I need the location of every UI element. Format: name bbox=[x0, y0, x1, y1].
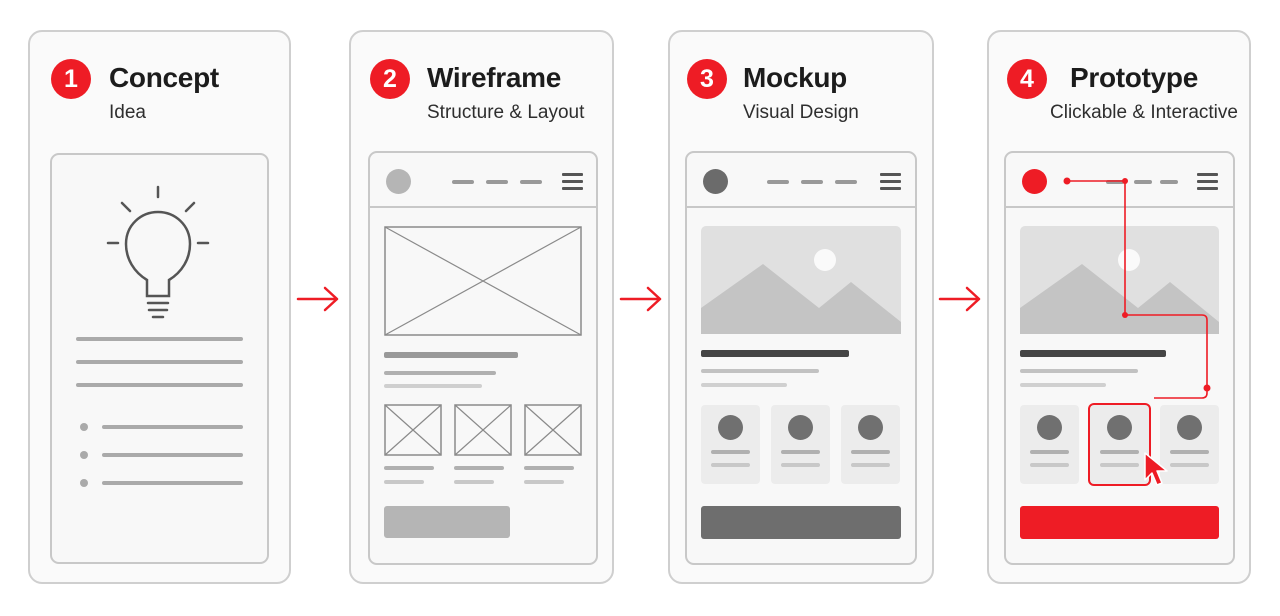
menu-icon bbox=[880, 173, 901, 190]
card-text-placeholder bbox=[454, 466, 504, 470]
nav-link-placeholder bbox=[835, 180, 857, 184]
text-placeholder bbox=[384, 371, 496, 375]
card-text-placeholder bbox=[524, 466, 574, 470]
image-placeholder bbox=[384, 226, 582, 336]
card-avatar bbox=[1177, 415, 1202, 440]
nav-link-placeholder[interactable] bbox=[1106, 180, 1124, 184]
stage-prototype-card: 4 Prototype Clickable & Interactive bbox=[987, 30, 1251, 584]
card-text bbox=[711, 463, 750, 467]
step-number-badge: 4 bbox=[1007, 59, 1047, 99]
stage-title: Mockup bbox=[743, 62, 847, 93]
prototype-header bbox=[1006, 153, 1233, 208]
nav-link-placeholder[interactable] bbox=[1160, 180, 1178, 184]
card-image-placeholder bbox=[524, 404, 582, 456]
content-card-selected[interactable] bbox=[1090, 405, 1149, 484]
nav-link-placeholder bbox=[452, 180, 474, 184]
mockup-header bbox=[687, 153, 915, 208]
card-text bbox=[711, 450, 750, 454]
idea-text-lines bbox=[76, 337, 243, 485]
nav-link-placeholder bbox=[767, 180, 789, 184]
card-avatar bbox=[1107, 415, 1132, 440]
mockup-screen bbox=[685, 151, 917, 565]
card-text bbox=[1100, 450, 1139, 454]
stage-subtitle: Structure & Layout bbox=[427, 102, 585, 123]
arrow-right-icon bbox=[619, 286, 662, 312]
card-text bbox=[851, 450, 890, 454]
menu-icon[interactable] bbox=[1197, 173, 1218, 190]
body-text bbox=[701, 383, 787, 387]
card-text bbox=[1030, 450, 1069, 454]
logo-avatar bbox=[703, 169, 728, 194]
card-avatar bbox=[718, 415, 743, 440]
stage-subtitle: Idea bbox=[109, 102, 146, 123]
wireframe-screen bbox=[368, 151, 598, 565]
step-number-badge: 2 bbox=[370, 59, 410, 99]
step-number-badge: 1 bbox=[51, 59, 91, 99]
content-card bbox=[841, 405, 900, 484]
card-text bbox=[851, 463, 890, 467]
stage-title: Prototype bbox=[1070, 62, 1198, 93]
stage-concept-card: 1 Concept Idea bbox=[28, 30, 291, 584]
card-text-placeholder bbox=[384, 466, 434, 470]
content-card bbox=[771, 405, 830, 484]
lightbulb-icon bbox=[76, 185, 243, 487]
heading-text bbox=[1020, 350, 1166, 357]
text-placeholder bbox=[384, 384, 482, 388]
interaction-flow-path bbox=[1063, 177, 1211, 399]
wireframe-header bbox=[370, 153, 596, 208]
nav-link-placeholder bbox=[520, 180, 542, 184]
card-text-placeholder bbox=[384, 480, 424, 484]
stage-subtitle: Visual Design bbox=[743, 102, 859, 123]
stage-title: Wireframe bbox=[427, 62, 561, 93]
action-button[interactable] bbox=[1020, 506, 1219, 539]
stage-mockup-card: 3 Mockup Visual Design bbox=[668, 30, 934, 584]
nav-link-placeholder bbox=[486, 180, 508, 184]
card-image-placeholder bbox=[454, 404, 512, 456]
logo-avatar[interactable] bbox=[1022, 169, 1047, 194]
concept-sketch-panel bbox=[50, 153, 269, 564]
arrow-right-icon bbox=[938, 286, 981, 312]
card-text bbox=[781, 450, 820, 454]
menu-icon bbox=[562, 173, 583, 190]
card-text bbox=[1030, 463, 1069, 467]
body-text bbox=[1020, 383, 1106, 387]
content-card bbox=[701, 405, 760, 484]
button-placeholder bbox=[384, 506, 510, 538]
card-avatar bbox=[788, 415, 813, 440]
step-number-badge: 3 bbox=[687, 59, 727, 99]
card-avatar bbox=[858, 415, 883, 440]
stage-wireframe-card: 2 Wireframe Structure & Layout bbox=[349, 30, 614, 584]
stage-title: Concept bbox=[109, 62, 219, 93]
heading-placeholder bbox=[384, 352, 518, 358]
card-text bbox=[781, 463, 820, 467]
action-button bbox=[701, 506, 901, 539]
card-avatar bbox=[1037, 415, 1062, 440]
card-image-placeholder bbox=[384, 404, 442, 456]
arrow-right-icon bbox=[296, 286, 339, 312]
hero-image bbox=[1020, 226, 1219, 334]
logo-placeholder bbox=[386, 169, 411, 194]
body-text bbox=[1020, 369, 1138, 373]
prototype-screen bbox=[1004, 151, 1235, 565]
nav-link-placeholder[interactable] bbox=[1134, 180, 1152, 184]
card-text bbox=[1170, 463, 1209, 467]
content-card[interactable] bbox=[1160, 405, 1219, 484]
stage-subtitle: Clickable & Interactive bbox=[1050, 102, 1238, 123]
cursor-icon bbox=[1144, 452, 1168, 486]
card-text bbox=[1170, 450, 1209, 454]
hero-image bbox=[701, 226, 901, 334]
heading-text bbox=[701, 350, 849, 357]
card-text-placeholder bbox=[524, 480, 564, 484]
body-text bbox=[701, 369, 819, 373]
card-text-placeholder bbox=[454, 480, 494, 484]
content-card[interactable] bbox=[1020, 405, 1079, 484]
card-text bbox=[1100, 463, 1139, 467]
nav-link-placeholder bbox=[801, 180, 823, 184]
